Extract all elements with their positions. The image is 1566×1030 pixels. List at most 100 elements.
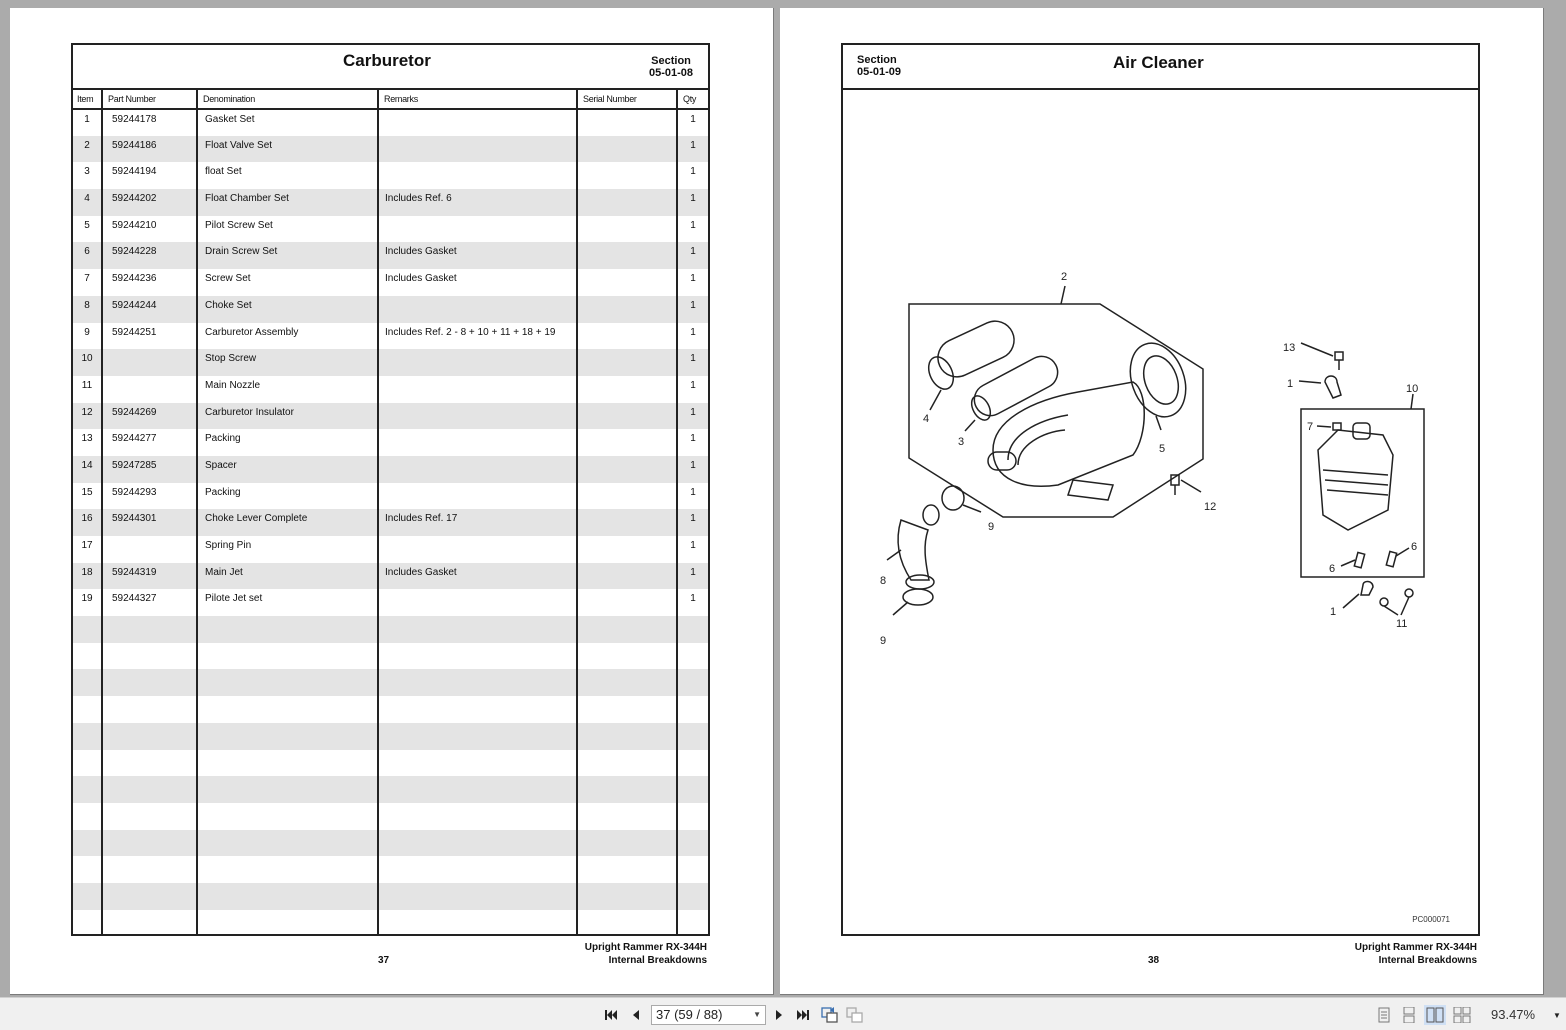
cell-remarks	[378, 402, 578, 430]
previous-view-button[interactable]	[821, 1006, 839, 1024]
cell-serial-number	[577, 402, 678, 430]
cell-item	[73, 642, 103, 670]
zoom-level[interactable]: 93.47%	[1491, 1007, 1536, 1022]
cell-qty	[677, 750, 708, 777]
col-header-item: Item	[73, 90, 103, 110]
previous-page-button[interactable]	[627, 1006, 645, 1024]
cell-qty	[677, 722, 708, 750]
cell-remarks	[378, 856, 578, 883]
cell-part-number: 59244210	[102, 215, 198, 243]
prev-page-icon	[633, 1010, 639, 1020]
continuous-icon	[1403, 1007, 1415, 1023]
parts-table: Item Part Number Denomination Remarks Se…	[73, 90, 708, 937]
cell-qty: 1	[690, 593, 696, 605]
cell-denomination	[197, 642, 379, 670]
diagram-code: PC000071	[1412, 915, 1450, 924]
exploded-diagram-air-cleaner: 2 4 3 5 12 9 8 9 13 1 10 7 6 6 1 11	[843, 90, 1478, 934]
cell-item	[73, 909, 103, 937]
table-row	[73, 856, 708, 883]
callout-4: 4	[923, 413, 929, 425]
footer-title: Upright Rammer RX-344H Internal Breakdow…	[585, 941, 707, 967]
cell-qty: 1	[677, 295, 708, 323]
table-row	[73, 749, 708, 777]
page-number: 38	[1148, 955, 1160, 966]
cell-remarks	[378, 669, 578, 697]
cell-denomination: Float Chamber Set	[197, 189, 379, 216]
cell-qty: 1	[690, 273, 696, 285]
page-number-select[interactable]: 37 (59 / 88) ▼	[651, 1005, 766, 1025]
table-row	[73, 696, 708, 723]
cell-part-number	[102, 909, 198, 937]
cell-qty: 1	[677, 562, 708, 590]
cell-qty: 1	[690, 326, 696, 338]
cell-remarks: Includes Ref. 17	[378, 509, 578, 536]
callout-6-right: 6	[1411, 541, 1417, 553]
col-header-serial-number: Serial Number	[577, 90, 678, 110]
cell-item: 11	[73, 375, 103, 403]
cell-qty	[677, 616, 708, 643]
next-page-button[interactable]	[770, 1006, 788, 1024]
cell-remarks	[378, 295, 578, 323]
page-38: Section 05-01-09 Air Cleaner	[780, 8, 1544, 995]
cell-denomination: float Set	[197, 162, 379, 190]
cell-serial-number	[577, 642, 678, 670]
cell-item: 4	[73, 189, 103, 216]
cell-serial-number	[577, 856, 678, 883]
cell-denomination: Packing	[197, 429, 379, 456]
cell-part-number	[102, 829, 198, 857]
cell-denomination	[197, 829, 379, 857]
callout-13: 13	[1283, 342, 1295, 354]
col-header-part-number: Part Number	[102, 90, 198, 110]
cell-denomination: Gasket Set	[197, 109, 379, 136]
cell-remarks	[378, 776, 578, 803]
cell-remarks	[378, 429, 578, 456]
page-indicator-text: 37 (59 / 88)	[656, 1007, 723, 1022]
cell-serial-number	[577, 562, 678, 590]
cell-remarks	[378, 909, 578, 937]
table-row	[73, 616, 708, 643]
cell-denomination	[197, 882, 379, 910]
section-number: 05-01-08	[649, 67, 694, 79]
section-block: Section 05-01-09	[857, 54, 901, 78]
cell-serial-number	[577, 162, 678, 190]
cell-remarks	[378, 482, 578, 510]
title-bar: Section 05-01-09 Air Cleaner	[843, 45, 1478, 90]
first-page-button[interactable]	[602, 1006, 620, 1024]
two-page-view-button[interactable]	[1424, 1005, 1446, 1025]
cell-remarks: Includes Gasket	[378, 269, 578, 296]
cell-qty: 1	[677, 509, 708, 536]
single-page-view-button[interactable]	[1373, 1005, 1395, 1025]
navigation-toolbar: 37 (59 / 88) ▼ 93.47% ▼	[0, 997, 1566, 1030]
two-page-continuous-view-button[interactable]	[1451, 1005, 1473, 1025]
cell-denomination: Float Valve Set	[197, 135, 379, 163]
table-row	[73, 642, 708, 670]
cell-remarks	[378, 802, 578, 830]
zoom-dropdown-button[interactable]: ▼	[1548, 1006, 1566, 1024]
cell-remarks	[378, 536, 578, 563]
page-number: 37	[378, 955, 390, 966]
cell-qty	[677, 829, 708, 857]
cell-part-number: 59244277	[102, 429, 198, 456]
cell-remarks: Includes Ref. 2 - 8 + 10 + 11 + 18 + 19	[378, 322, 578, 350]
cell-item: 5	[73, 215, 103, 243]
two-page-icon	[1426, 1007, 1444, 1023]
cell-serial-number	[577, 455, 678, 483]
parts-list-frame: Carburetor Section 05-01-08 Item	[71, 43, 710, 937]
cell-denomination: Carburetor Assembly	[197, 322, 379, 350]
continuous-view-button[interactable]	[1398, 1005, 1420, 1025]
last-page-button[interactable]	[794, 1006, 812, 1024]
next-view-button[interactable]	[846, 1006, 864, 1024]
table-row	[73, 776, 708, 803]
cell-serial-number	[577, 509, 678, 536]
cell-item: 6	[73, 242, 103, 270]
cell-item: 1	[73, 109, 103, 136]
cell-serial-number	[577, 669, 678, 697]
callout-2: 2	[1061, 271, 1067, 283]
